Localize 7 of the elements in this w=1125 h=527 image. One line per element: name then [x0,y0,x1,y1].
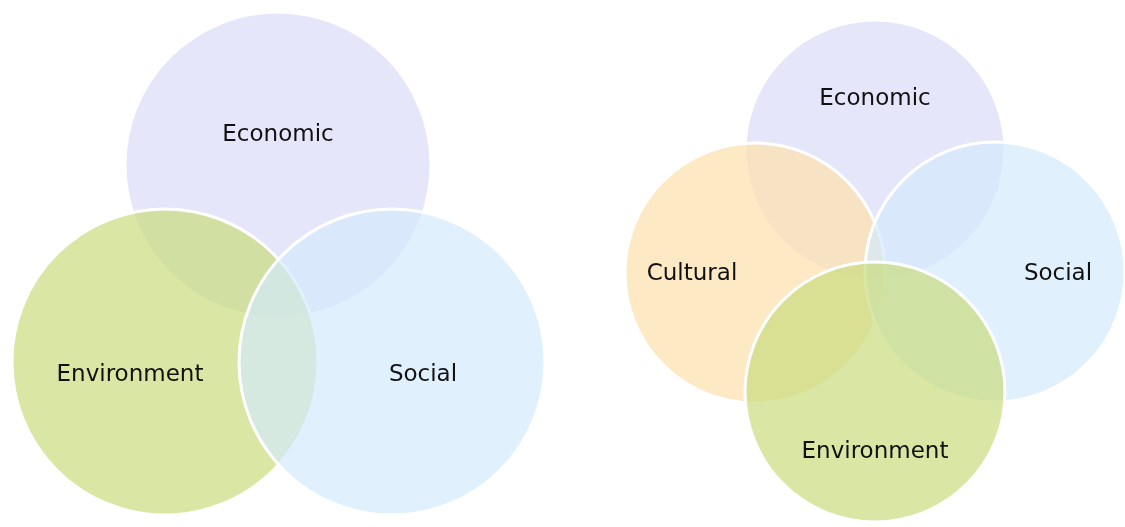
circle-label: Cultural [646,259,738,285]
circle-label: Economic [819,84,931,110]
circle-label: Economic [222,120,334,146]
circle-label: Environment [801,437,949,463]
circle-label: Social [388,360,458,386]
circle-label: Social [1023,259,1093,285]
circle-label: Environment [56,360,204,386]
